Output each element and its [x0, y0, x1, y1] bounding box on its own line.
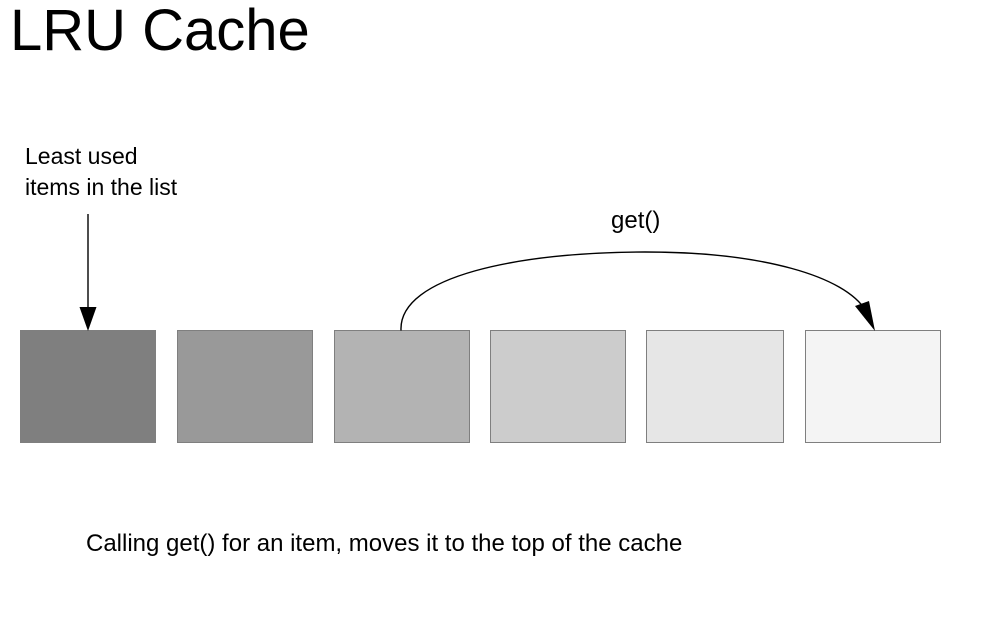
cache-box-row: [0, 330, 1004, 445]
cache-box-1[interactable]: [20, 330, 156, 443]
least-used-arrow: [79, 214, 97, 331]
cache-box-4[interactable]: [490, 330, 626, 443]
cache-box-2[interactable]: [177, 330, 313, 443]
get-curved-arrow: [400, 251, 875, 331]
cache-box-3[interactable]: [334, 330, 470, 443]
get-method-label: get(): [611, 207, 661, 234]
cache-box-6[interactable]: [805, 330, 941, 443]
least-used-annotation-label: Least used items in the list: [25, 143, 178, 200]
diagram-caption: Calling get() for an item, moves it to t…: [86, 530, 683, 557]
cache-box-5[interactable]: [646, 330, 784, 443]
page-title: LRU Cache: [10, 0, 310, 63]
